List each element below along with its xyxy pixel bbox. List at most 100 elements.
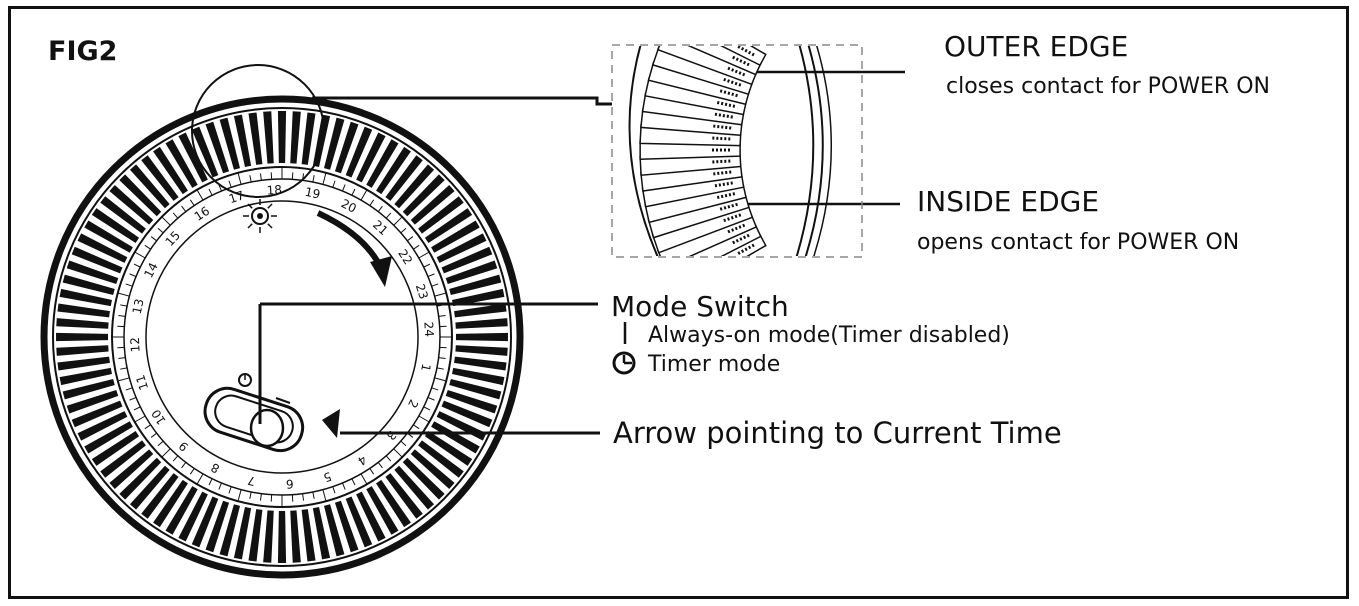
dial-segment[interactable] (119, 457, 162, 500)
dial-segment[interactable] (418, 196, 464, 234)
dial-segment[interactable] (263, 111, 274, 164)
dial-segment[interactable] (455, 332, 508, 342)
dial-tick (332, 486, 336, 494)
dial-segment[interactable] (57, 303, 110, 318)
dial-segment[interactable] (205, 121, 230, 174)
dial-segment[interactable] (119, 174, 162, 217)
dial-segment[interactable] (345, 496, 373, 548)
dial-segment[interactable] (263, 510, 274, 563)
dial-segment[interactable] (248, 509, 263, 562)
dial-segment[interactable] (178, 491, 208, 542)
dial-segment[interactable] (366, 486, 399, 535)
dial-segment[interactable] (445, 260, 498, 285)
dial-segment[interactable] (56, 332, 109, 342)
dial-segment[interactable] (91, 208, 140, 243)
mode-switch[interactable] (199, 383, 308, 457)
dial-segment[interactable] (345, 126, 373, 178)
dial-segment[interactable] (334, 500, 359, 553)
dial-segment[interactable] (77, 411, 128, 441)
dial-segment[interactable] (394, 164, 435, 209)
dial-segment[interactable] (356, 132, 386, 183)
dial-segment[interactable] (71, 400, 123, 428)
dial-segment[interactable] (100, 440, 146, 478)
dial-segment[interactable] (219, 117, 240, 170)
dial-segment[interactable] (449, 379, 502, 400)
dial-segment[interactable] (59, 288, 112, 307)
dial-segment[interactable] (129, 465, 170, 510)
dial-segment[interactable] (334, 121, 359, 174)
dial-segment[interactable] (153, 146, 188, 195)
dial-segment[interactable] (57, 356, 110, 371)
dial-segment[interactable] (56, 345, 109, 356)
dial-segment[interactable] (290, 510, 301, 563)
dial-segment[interactable] (62, 379, 115, 400)
dial-segment[interactable] (233, 507, 252, 560)
dial-segment[interactable] (385, 473, 423, 519)
dial-segment[interactable] (100, 196, 146, 234)
dial-segment[interactable] (431, 220, 480, 253)
dial-segment[interactable] (424, 208, 473, 243)
dial-segment[interactable] (441, 246, 493, 274)
dial-segment[interactable] (376, 479, 411, 528)
dial-segment[interactable] (431, 421, 480, 454)
dial-segment[interactable] (290, 111, 301, 164)
dial-segment[interactable] (356, 491, 386, 542)
dial-segment[interactable] (366, 139, 399, 188)
dial-segment[interactable] (324, 117, 345, 170)
dial-segment[interactable] (301, 112, 316, 165)
dial-segment[interactable] (277, 510, 287, 563)
dial-segment[interactable] (410, 449, 455, 490)
dial-segment[interactable] (141, 473, 179, 519)
dial-segment[interactable] (418, 440, 464, 478)
dial-segment[interactable] (449, 274, 502, 295)
dial-segment[interactable] (324, 504, 345, 557)
dial-segment[interactable] (312, 114, 331, 167)
dial-segment[interactable] (219, 504, 240, 557)
dial-segment[interactable] (454, 356, 507, 371)
dial-segment[interactable] (402, 457, 445, 500)
dial-segment[interactable] (77, 233, 128, 263)
dial-segment[interactable] (66, 389, 119, 414)
dial-segment[interactable] (165, 139, 198, 188)
dial-segment[interactable] (394, 465, 435, 510)
dial-segment[interactable] (452, 288, 505, 307)
dial-segment[interactable] (205, 500, 230, 553)
dial-segment[interactable] (436, 233, 487, 263)
dial-segment[interactable] (56, 318, 109, 329)
dial-tick (427, 273, 435, 277)
dial-segment[interactable] (424, 431, 473, 466)
dial-segment[interactable] (109, 184, 154, 225)
dial-segment[interactable] (455, 318, 508, 329)
dial-segment[interactable] (153, 479, 188, 528)
dial-segment[interactable] (84, 220, 133, 253)
dial-segment[interactable] (84, 421, 133, 454)
dial-segment[interactable] (410, 184, 455, 225)
dial-segment[interactable] (402, 174, 445, 217)
dial-tick (436, 367, 444, 370)
dial-segment[interactable] (91, 431, 140, 466)
dial-segment[interactable] (165, 486, 198, 535)
dial-segment[interactable] (233, 114, 252, 167)
dial-segment[interactable] (385, 155, 423, 201)
dial-segment[interactable] (62, 274, 115, 295)
dial-segment[interactable] (191, 126, 219, 178)
dial-segment[interactable] (312, 507, 331, 560)
dial-segment[interactable] (277, 111, 287, 164)
dial-segment[interactable] (191, 496, 219, 548)
dial-segment[interactable] (178, 132, 208, 183)
dial-segment[interactable] (441, 400, 493, 428)
dial-segment[interactable] (376, 146, 411, 195)
dial-segment[interactable] (455, 345, 508, 356)
dial-segment[interactable] (301, 509, 316, 562)
dial-segment[interactable] (452, 367, 505, 386)
dial-segment[interactable] (109, 449, 154, 490)
dial-segment[interactable] (141, 155, 179, 201)
dial-segment[interactable] (71, 246, 123, 274)
dial-segment[interactable] (445, 389, 498, 414)
dial-tick (302, 493, 305, 501)
dial-segment[interactable] (129, 164, 170, 209)
dial-segment[interactable] (248, 112, 263, 165)
dial-segment[interactable] (454, 303, 507, 318)
dial-segment[interactable] (66, 260, 119, 285)
dial-segment[interactable] (59, 367, 112, 386)
